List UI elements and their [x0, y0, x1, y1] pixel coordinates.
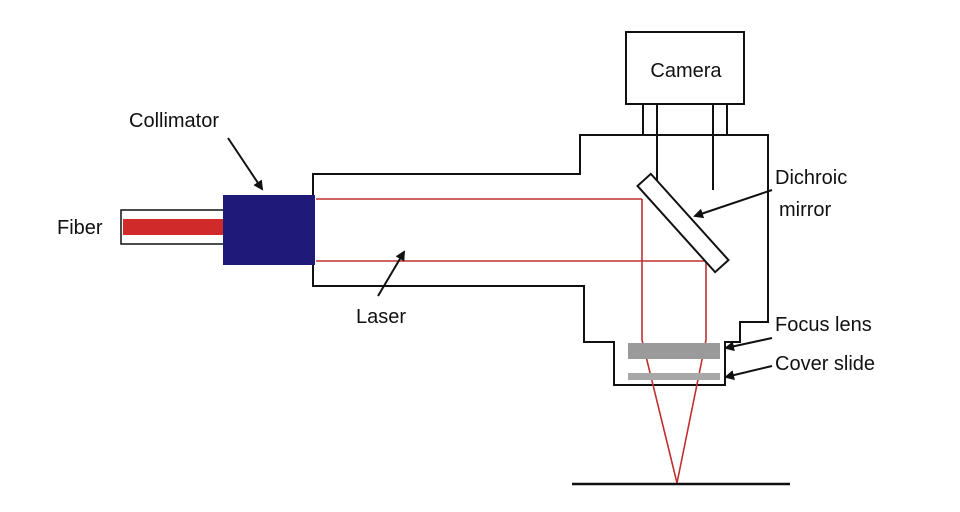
collimator-block: [223, 195, 315, 265]
cover-slide-label: Cover slide: [775, 353, 875, 375]
head-housing: [312, 134, 769, 386]
dichroic-label-line1: Dichroic: [775, 167, 847, 189]
dichroic-mirror: [636, 172, 730, 274]
laser-beam-converge-right: [676, 339, 707, 484]
laser-label: Laser: [356, 306, 406, 328]
laser-arrow: [377, 250, 406, 297]
camera-label: Camera: [650, 60, 722, 82]
focus-lens-label: Focus lens: [775, 314, 872, 336]
cover-slide: [628, 373, 720, 380]
collimator-arrow: [227, 137, 264, 191]
focus-lens: [628, 343, 720, 359]
dichroic-mirror-arrow: [693, 189, 773, 219]
focus-lens-arrow: [724, 337, 773, 352]
dichroic-label-line2: mirror: [779, 199, 832, 221]
fiber-core: [123, 219, 225, 235]
laser-beam-converge-left: [641, 339, 678, 484]
fiber-label: Fiber: [57, 217, 103, 239]
collimator-label: Collimator: [129, 110, 219, 132]
camera-box: [625, 31, 745, 105]
cover-slide-arrow: [724, 365, 773, 381]
